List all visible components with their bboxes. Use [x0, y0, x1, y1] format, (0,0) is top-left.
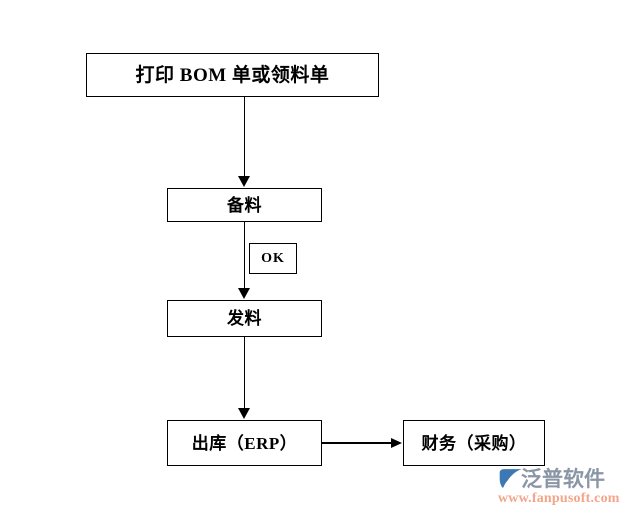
- flow-node-print-label: 打印 BOM 单或领料单: [135, 64, 330, 86]
- watermark: 泛普软件 www.fanpusoft.com: [497, 466, 621, 512]
- arrowhead-down-icon: [238, 176, 250, 187]
- connector-print-to-prepare: [243, 97, 246, 177]
- flow-node-finance[interactable]: 财务（采购）: [403, 420, 545, 466]
- flow-node-prepare[interactable]: 备料: [167, 188, 322, 222]
- fanpu-logo-icon: [499, 469, 522, 490]
- arrowhead-down-icon: [238, 408, 250, 419]
- connector-outbound-to-finance: [322, 442, 392, 444]
- arrowhead-down-icon: [238, 288, 250, 299]
- flow-node-issue-label: 发料: [227, 309, 262, 328]
- watermark-url: www.fanpusoft.com: [498, 491, 620, 506]
- connector-issue-to-outbound: [243, 337, 246, 409]
- flow-node-prepare-label: 备料: [227, 195, 262, 215]
- flow-node-issue[interactable]: 发料: [167, 300, 322, 337]
- flow-node-outbound[interactable]: 出库（ERP）: [167, 420, 322, 466]
- flow-node-finance-label: 财务（采购）: [421, 433, 527, 453]
- watermark-brand: 泛普软件: [521, 467, 605, 491]
- arrowhead-right-icon: [391, 437, 402, 448]
- flow-node-outbound-label: 出库（ERP）: [191, 433, 298, 453]
- edge-label-ok: OK: [249, 243, 297, 274]
- flow-node-print[interactable]: 打印 BOM 单或领料单: [86, 53, 379, 97]
- edge-label-ok-text: OK: [261, 250, 285, 266]
- connector-prepare-to-issue: [243, 222, 246, 289]
